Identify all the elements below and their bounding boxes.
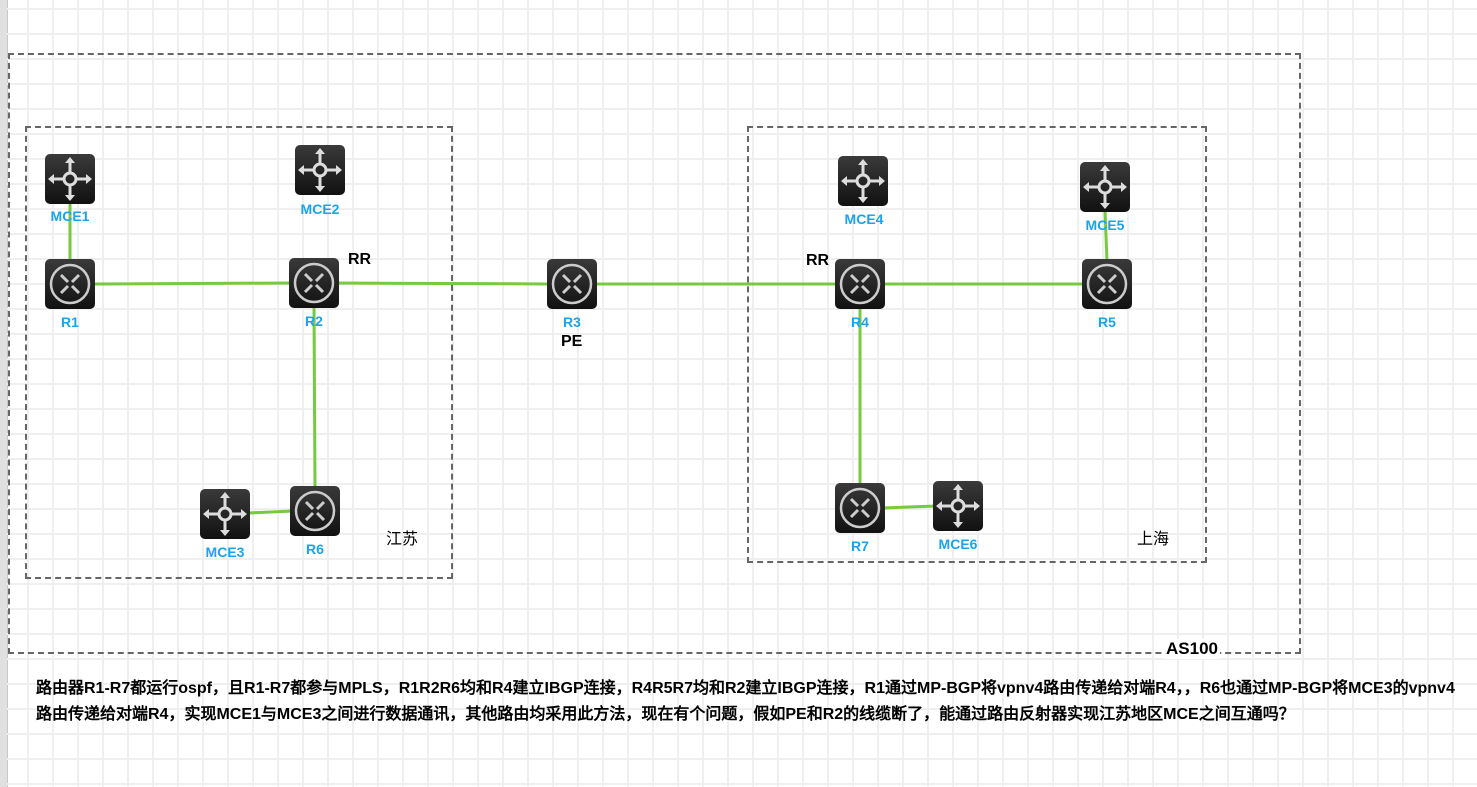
r6-router[interactable] <box>290 486 340 536</box>
r4-router[interactable] <box>835 259 885 309</box>
r4-label: R4 <box>851 314 869 330</box>
mce6-switch[interactable] <box>933 481 983 531</box>
as100-boundary <box>8 53 1301 654</box>
router-icon <box>551 263 593 305</box>
mce3-label: MCE3 <box>205 544 245 560</box>
r7-label: R7 <box>851 538 869 554</box>
mce4-switch[interactable] <box>838 156 888 206</box>
router-icon <box>293 262 335 304</box>
link-mce3-r6 <box>247 509 294 515</box>
r3-label: R3 <box>563 314 581 330</box>
pe-label: PE <box>561 333 583 350</box>
mce2-label: MCE2 <box>300 201 340 217</box>
mce6-label: MCE6 <box>938 536 978 552</box>
shanghai-label: 上海 <box>1137 529 1170 548</box>
link-r2-r3 <box>335 281 551 286</box>
r2-label: R2 <box>305 313 323 329</box>
r1-router[interactable] <box>45 259 95 309</box>
mce5-label: MCE5 <box>1085 217 1125 233</box>
shanghai-boundary <box>747 126 1207 563</box>
router-icon <box>49 263 91 305</box>
canvas-grid <box>7 0 1477 787</box>
mce5-switch[interactable] <box>1080 162 1130 212</box>
mce3-switch[interactable] <box>200 489 250 539</box>
l3-switch-icon <box>936 484 980 528</box>
r5-router[interactable] <box>1082 259 1132 309</box>
rr-label-r2: RR <box>348 251 372 268</box>
mce1-label: MCE1 <box>50 208 90 224</box>
l3-switch-icon <box>48 157 92 201</box>
router-icon <box>1086 263 1128 305</box>
r6-label: R6 <box>306 541 324 557</box>
question-text: 路由器R1-R7都运行ospf，且R1-R7都参与MPLS，R1R2R6均和R4… <box>36 680 1455 723</box>
jiangsu-label: 江苏 <box>386 529 419 548</box>
router-icon <box>839 263 881 305</box>
l3-switch-icon <box>1083 165 1127 209</box>
l3-switch-icon <box>203 492 247 536</box>
mce2-switch[interactable] <box>295 145 345 195</box>
r3-router[interactable] <box>547 259 597 309</box>
mce4-label: MCE4 <box>844 211 884 227</box>
r7-router[interactable] <box>835 483 885 533</box>
link-r1-r2 <box>91 281 293 286</box>
link-r7-mce6 <box>881 504 937 510</box>
rr-label-r4: RR <box>806 252 830 269</box>
router-icon <box>294 490 336 532</box>
jiangsu-boundary <box>25 126 453 579</box>
l3-switch-icon <box>298 148 342 192</box>
link-mce5-r5 <box>1103 209 1109 263</box>
link-r2-r6 <box>312 304 317 490</box>
r2-router[interactable] <box>289 258 339 308</box>
r5-label: R5 <box>1098 314 1116 330</box>
l3-switch-icon <box>841 159 885 203</box>
mce1-switch[interactable] <box>45 154 95 204</box>
router-icon <box>839 487 881 529</box>
as100-label: AS100 <box>1164 639 1220 659</box>
r1-label: R1 <box>61 314 79 330</box>
